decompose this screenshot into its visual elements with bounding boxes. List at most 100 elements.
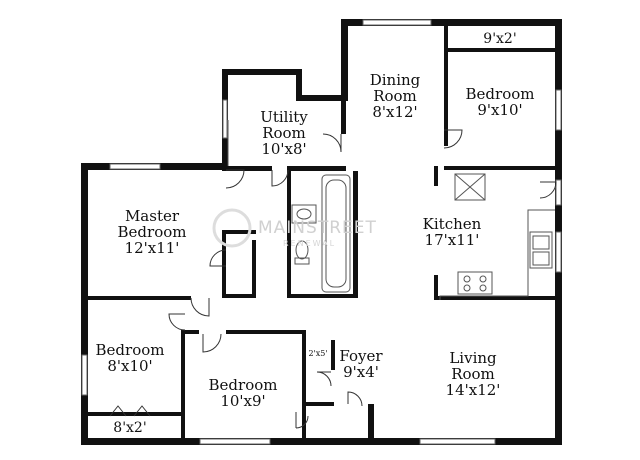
wall-master-closet-bottom (222, 294, 256, 298)
doors (109, 129, 557, 429)
wall-utility-south-a (222, 166, 272, 171)
door-bedroom-ne (443, 129, 463, 149)
stove (457, 271, 493, 295)
wall-bath-east (353, 171, 358, 298)
kitchen-counter (439, 209, 555, 300)
closet-sw-size: 8'x2' (113, 420, 146, 436)
dining-size: 8'x12' (372, 103, 417, 121)
wall-kitchen-stub (434, 166, 438, 186)
window-dining (362, 19, 432, 26)
door-entry (347, 391, 363, 407)
wall-bath-mid (287, 171, 291, 298)
burner-2 (479, 275, 487, 283)
dining-name-1: Dining (370, 71, 421, 89)
bath-sink (296, 208, 312, 220)
wall-bedroom-ne-south (468, 166, 555, 170)
dining-name-2: Room (373, 87, 417, 105)
wall-bedroom-s-north-stub (181, 330, 199, 334)
foyer-size: 9'x4' (343, 363, 379, 381)
wall-bath-west (252, 240, 256, 298)
refrigerator (454, 173, 486, 201)
watermark-brand: MAINSTREET (258, 218, 377, 238)
wall-closet-ne (444, 48, 555, 52)
bathtub (321, 174, 351, 293)
kitchen-sink-bowl-2 (532, 251, 550, 266)
window-bedroom-ne (555, 89, 562, 131)
wall-utility-north (222, 69, 302, 75)
wall-foyer-closet-south (302, 402, 334, 406)
wall-dining-west (341, 19, 348, 99)
watermark: MAINSTREET RENEWAL (212, 208, 377, 248)
windows (81, 19, 562, 445)
wall-top-north (341, 19, 561, 26)
utility-name-1: Utility (260, 108, 308, 126)
wall-utility-step-top (296, 95, 348, 101)
wall-master-closet (222, 230, 226, 298)
bathtub-basin (325, 179, 347, 288)
door-utility (271, 169, 289, 187)
burner-1 (463, 275, 471, 283)
fixtures (227, 120, 555, 300)
bedroom-sw-name: Bedroom (96, 341, 165, 359)
door-foyer-closet (316, 371, 332, 387)
wall-bedroom-ne-south-stub (444, 166, 468, 170)
bedroom-s-name: Bedroom (209, 376, 278, 394)
refrigerator-x2 (454, 173, 486, 201)
wall-foyer-closet-east (331, 340, 335, 370)
bedroom-ne-name: Bedroom (466, 85, 535, 103)
master-size: 12'x11' (125, 239, 180, 257)
wall-utility-south-b (287, 166, 346, 171)
closet-ne-size: 9'x2' (483, 31, 516, 47)
door-closet-sw (109, 405, 151, 417)
wall-dining-west-lower (341, 99, 346, 134)
wall-bedroom-ne-west (444, 26, 448, 146)
door-bedroom-s-closet (295, 412, 309, 429)
bedroom-ne-size: 9'x10' (477, 101, 522, 119)
bedroom-sw-size: 8'x10' (107, 357, 152, 375)
wall-bedroom-sw-east (181, 330, 185, 445)
master-name-1: Master (125, 207, 180, 225)
window-master (109, 163, 161, 170)
kitchen-sink (529, 231, 553, 269)
door-master-closet (209, 249, 227, 267)
utility-name-2: Room (262, 124, 306, 142)
kitchen-sink-bowl-1 (532, 235, 550, 250)
watermark-logo-icon (212, 208, 252, 248)
door-dining (322, 133, 342, 153)
toilet-tank (294, 257, 310, 265)
wall-kitchen-stub-low (434, 275, 438, 300)
kitchen-name: Kitchen (423, 215, 482, 233)
wall-foyer-closet-west (302, 330, 306, 445)
living-size: 14'x12' (446, 381, 501, 399)
wall-west (81, 163, 88, 445)
interior-walls (81, 26, 555, 445)
burner-4 (479, 284, 487, 292)
window-kitchen-top (555, 179, 562, 206)
wall-master-closet-top (222, 230, 256, 234)
wall-bath-south (287, 294, 358, 298)
kitchen-size: 17'x11' (425, 231, 480, 249)
wall-entry-west (368, 404, 374, 445)
foyer-name: Foyer (339, 347, 383, 365)
window-kitchen-sink (555, 231, 562, 273)
window-bedroom-s (199, 438, 271, 445)
wall-bedroom-s-north (226, 330, 306, 334)
door-kitchen-exterior (539, 181, 557, 199)
door-bedroom-s (202, 333, 222, 353)
vanity (291, 204, 317, 224)
utility-size: 10'x8' (261, 140, 306, 158)
wall-closet-sw (88, 412, 181, 416)
wall-master-south (81, 296, 191, 300)
wall-utility-step (296, 69, 302, 101)
door-master-hall (225, 169, 245, 189)
bedroom-s-size: 10'x9' (220, 392, 265, 410)
living-name-1: Living (449, 349, 497, 367)
burner-3 (463, 284, 471, 292)
window-bedroom-sw (81, 354, 88, 396)
room-labels: Dining Room 8'x12' Bedroom 9'x10' 9'x2' … (96, 31, 535, 436)
master-name-2: Bedroom (118, 223, 187, 241)
wall-living-north (434, 296, 555, 300)
window-utility (222, 99, 228, 139)
toilet (295, 240, 309, 260)
